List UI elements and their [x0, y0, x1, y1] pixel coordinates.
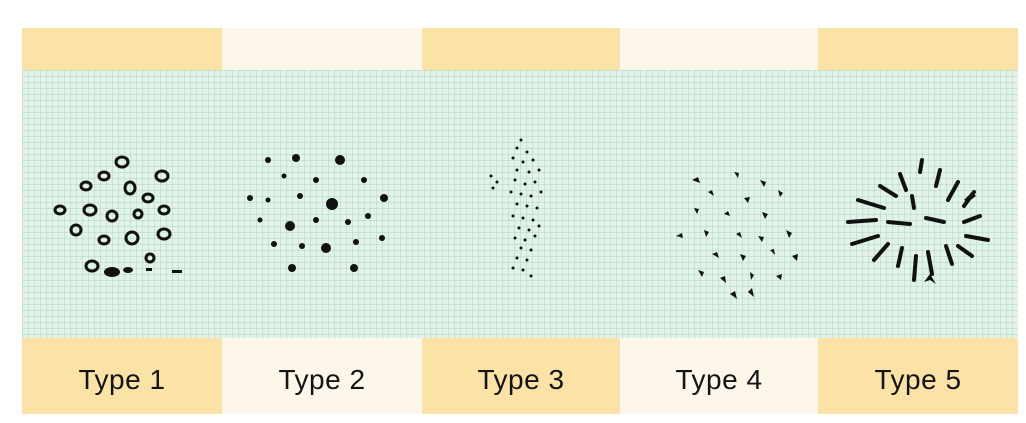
grid-band — [22, 70, 1018, 338]
type-3-pattern — [489, 138, 543, 278]
type-1-label: Type 1 — [78, 364, 166, 395]
type-5-label: Type 5 — [874, 364, 962, 395]
type-2-label: Type 2 — [278, 364, 366, 395]
type-4-pattern — [676, 172, 798, 299]
types-diagram: Type 1 Type 2 Type 3 Type 4 Type 5 — [22, 28, 1018, 414]
type-5-pattern — [846, 158, 990, 284]
type-1-pattern — [53, 155, 182, 277]
type-2-pattern — [247, 154, 388, 272]
type-4-label: Type 4 — [675, 364, 763, 395]
type-3-label: Type 3 — [477, 364, 565, 395]
